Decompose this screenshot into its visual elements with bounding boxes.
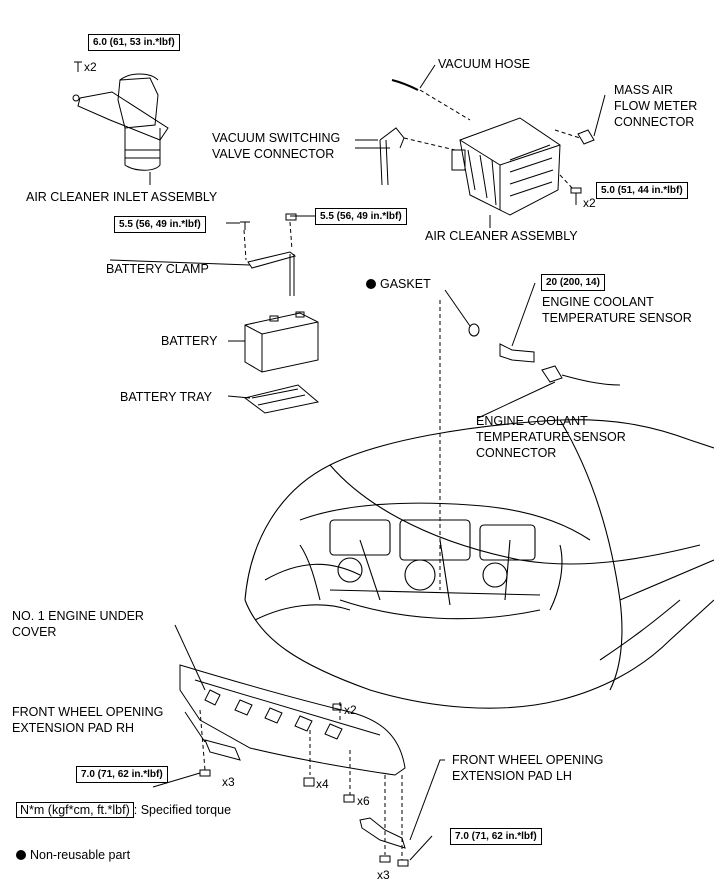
torque-spec-air-cleaner: 5.0 (51, 44 in.*lbf) <box>596 182 688 199</box>
legend-unit-desc: : Specified torque <box>133 803 232 817</box>
qty-rh: x3 <box>222 775 235 789</box>
air-cleaner-bolt-illustration <box>570 187 582 205</box>
qty-cover: x2 <box>344 703 357 717</box>
fasteners-illustration <box>199 703 433 867</box>
battery-clamp-illustration <box>240 213 297 296</box>
extension-pad-lh-illustration <box>359 759 445 849</box>
engine-under-cover-illustration <box>174 624 406 860</box>
label-battery-clamp: BATTERY CLAMP <box>106 262 209 276</box>
label-ect-sensor: ENGINE COOLANT TEMPERATURE SENSOR <box>542 295 692 325</box>
torque-spec-clamp-left: 5.5 (56, 49 in.*lbf) <box>114 216 206 233</box>
gasket-text: GASKET <box>380 277 431 291</box>
torque-spec-clamp-right: 5.5 (56, 49 in.*lbf) <box>315 208 407 225</box>
qty-clip: x4 <box>316 777 329 791</box>
vacuum-switching-valve-connector-illustration <box>355 127 456 186</box>
label-vacuum-switching-valve-connector: VACUUM SWITCHING VALVE CONNECTOR <box>212 131 341 161</box>
legend-dot-icon <box>16 850 26 860</box>
air-cleaner-assembly-illustration <box>451 117 581 228</box>
label-extension-pad-rh: FRONT WHEEL OPENING EXTENSION PAD RH <box>12 705 164 735</box>
vehicle-front-illustration <box>244 419 714 709</box>
label-air-cleaner-inlet-assembly: AIR CLEANER INLET ASSEMBLY <box>26 190 218 204</box>
qty-lh: x3 <box>377 868 390 882</box>
legend-non-reusable-text: Non-reusable part <box>30 848 131 862</box>
extension-pad-rh-illustration <box>184 711 241 761</box>
torque-spec-cover-lh: 7.0 (71, 62 in.*lbf) <box>450 828 542 845</box>
qty-bolt: x6 <box>357 794 370 808</box>
non-reusable-dot-icon <box>366 279 376 289</box>
legend-unit-box: N*m (kgf*cm, ft.*lbf) <box>16 802 134 818</box>
ect-sensor-illustration <box>477 282 621 419</box>
label-gasket: GASKET <box>366 276 431 292</box>
label-battery-tray: BATTERY TRAY <box>120 390 212 404</box>
qty-air-cleaner: x2 <box>583 196 596 210</box>
label-battery: BATTERY <box>161 334 218 348</box>
battery-tray-illustration <box>243 384 320 414</box>
legend-non-reusable: Non-reusable part <box>16 847 130 863</box>
battery-illustration <box>244 311 319 373</box>
torque-spec-inlet: 6.0 (61, 53 in.*lbf) <box>88 34 180 51</box>
legend-torque-unit: N*m (kgf*cm, ft.*lbf): Specified torque <box>16 802 231 818</box>
label-extension-pad-lh: FRONT WHEEL OPENING EXTENSION PAD LH <box>452 753 604 783</box>
air-cleaner-inlet-assembly-illustration <box>72 61 169 185</box>
label-vacuum-hose: VACUUM HOSE <box>438 57 531 71</box>
label-mass-air-flow-connector: MASS AIR FLOW METER CONNECTOR <box>614 83 698 129</box>
leader-lines <box>109 147 390 788</box>
gasket-illustration <box>439 289 480 590</box>
mass-air-flow-connector-illustration <box>577 94 606 145</box>
qty-inlet: x2 <box>84 60 97 74</box>
vacuum-hose-illustration <box>391 64 471 121</box>
label-engine-under-cover: NO. 1 ENGINE UNDER COVER <box>12 609 144 639</box>
torque-spec-cover-rh: 7.0 (71, 62 in.*lbf) <box>76 766 168 783</box>
label-ect-sensor-connector: ENGINE COOLANT TEMPERATURE SENSOR CONNEC… <box>476 414 626 460</box>
torque-spec-ect-sensor: 20 (200, 14) <box>541 274 605 291</box>
label-air-cleaner-assembly: AIR CLEANER ASSEMBLY <box>425 229 578 243</box>
